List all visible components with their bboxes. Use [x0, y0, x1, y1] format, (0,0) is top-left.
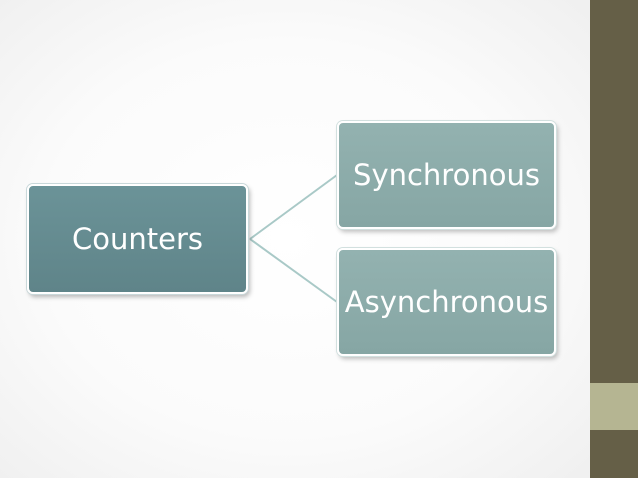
- child-node-label-asynchronous: Asynchronous: [344, 285, 549, 319]
- child-node-synchronous: Synchronous: [337, 121, 556, 229]
- root-node-label: Counters: [72, 222, 203, 256]
- child-node-label-synchronous: Synchronous: [353, 158, 540, 192]
- root-node-counters: Counters: [27, 184, 248, 294]
- connector-to-asynchronous: [249, 238, 338, 303]
- child-node-asynchronous: Asynchronous: [337, 248, 556, 356]
- connector-to-synchronous: [249, 174, 338, 240]
- decorative-side-accent: [590, 383, 638, 430]
